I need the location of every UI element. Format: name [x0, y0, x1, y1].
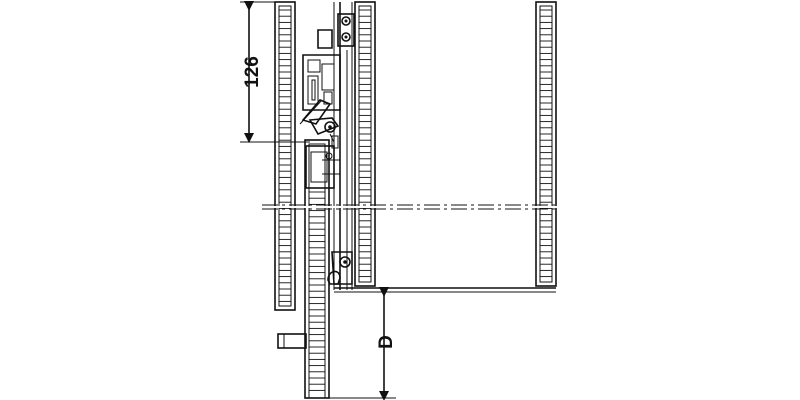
- left-outer-panel-upper: [274, 1, 296, 311]
- center-side-panel: [354, 1, 376, 287]
- panel-hatching: [279, 9, 291, 302]
- top-roller-block: [337, 13, 355, 47]
- roller-icon: [339, 256, 351, 268]
- door-front-panel: [304, 139, 330, 399]
- door-mounting-plate: [305, 145, 340, 189]
- door-handle: [277, 333, 307, 349]
- center-line: [262, 204, 562, 210]
- panel-hatching: [359, 9, 371, 278]
- bottom-roller: [327, 251, 353, 285]
- height-dimension-label: 126: [242, 56, 263, 88]
- cabinet-bottom: [334, 287, 556, 293]
- hinge-mechanism: [299, 29, 341, 149]
- panel-hatching: [309, 191, 325, 391]
- dimension-height: 126: [240, 1, 310, 143]
- right-side-panel: [535, 1, 557, 287]
- panel-hatching: [540, 9, 552, 278]
- depth-dimension-label: D: [376, 335, 397, 349]
- roller-icon: [341, 16, 351, 26]
- roller-icon: [341, 32, 351, 42]
- dimension-depth: D: [329, 287, 397, 400]
